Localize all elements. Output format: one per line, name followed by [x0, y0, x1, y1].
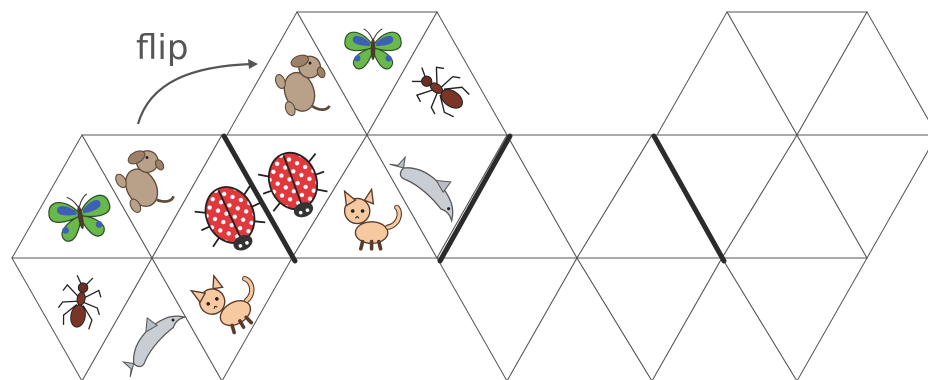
- flip-label: flip: [136, 28, 188, 68]
